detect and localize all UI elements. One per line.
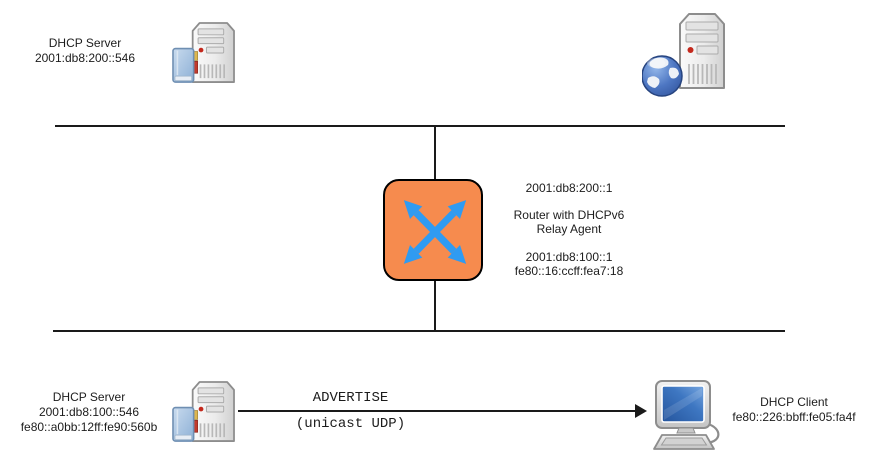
- router-label: 2001:db8:200::1 Router with DHCPv6 Relay…: [488, 181, 650, 278]
- router-downstream-address: fe80::16:ccff:fea7:18: [514, 264, 624, 278]
- dhcp-server-bottom-label: DHCP Server 2001:db8:100::546 fe80::a0bb…: [0, 390, 178, 435]
- advertise-arrowhead: [635, 404, 647, 418]
- node-label-line: DHCP Client: [760, 395, 828, 409]
- router-upstream-address: 2001:db8:200::1: [525, 181, 613, 195]
- router-downstream-addresses: 2001:db8:100::1 fe80::16:ccff:fea7:18: [488, 250, 650, 278]
- node-label-line: fe80::a0bb:12ff:fe90:560b: [20, 420, 158, 434]
- node-label-line: 2001:db8:200::546: [34, 51, 136, 65]
- dhcp-client-label: DHCP Client fe80::226:bbff:fe05:fa4f: [716, 395, 869, 425]
- web-server-icon: [642, 12, 726, 98]
- router-downstream-address: 2001:db8:100::1: [525, 250, 613, 264]
- message-label: ADVERTISE: [312, 390, 389, 406]
- advertise-arrow-line: [238, 410, 637, 412]
- message-sublabel: (unicast UDP): [295, 416, 406, 432]
- node-label-line: DHCP Server: [48, 36, 122, 50]
- server-icon: [172, 22, 235, 87]
- router-arrows-icon: [383, 179, 483, 281]
- router-name-line: Router with DHCPv6: [513, 208, 625, 222]
- node-label-line: DHCP Server: [52, 390, 126, 404]
- router-name-line: Relay Agent: [536, 222, 602, 236]
- network-segment-top-line: [55, 125, 785, 127]
- server-icon: [172, 381, 235, 446]
- node-label-line: fe80::226:bbff:fe05:fa4f: [732, 410, 856, 424]
- computer-icon: [648, 380, 724, 452]
- dhcp-server-top-label: DHCP Server 2001:db8:200::546: [10, 36, 160, 66]
- network-segment-bottom-line: [53, 330, 785, 332]
- node-label-line: 2001:db8:100::546: [38, 405, 140, 419]
- router-name: Router with DHCPv6 Relay Agent: [488, 208, 650, 236]
